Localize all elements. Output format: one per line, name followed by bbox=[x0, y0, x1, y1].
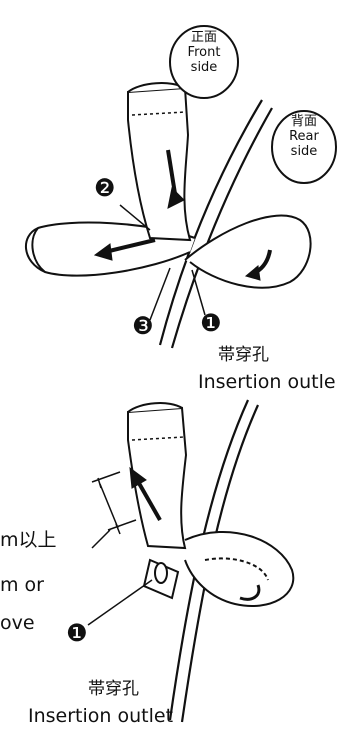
measure-bracket bbox=[92, 472, 136, 548]
front-side-label: 正面 Front side bbox=[172, 31, 236, 76]
top-outlet-en: Insertion outle bbox=[198, 372, 336, 393]
rear-side-label: 背面 Rear side bbox=[272, 115, 336, 160]
rear-side-en-1: Rear bbox=[272, 130, 336, 145]
bottom-step-1-marker: ❶ bbox=[66, 620, 88, 646]
step-3-marker: ❸ bbox=[132, 313, 154, 339]
bottom-outlet-en: Insertion outlet bbox=[28, 706, 173, 727]
top-outlet-zh: 帯穿孔 bbox=[218, 346, 269, 365]
front-side-zh: 正面 bbox=[172, 31, 236, 46]
measure-line-2: m or bbox=[0, 575, 44, 596]
belt-right-loop-bottom bbox=[185, 532, 293, 606]
leader-bottom bbox=[88, 580, 152, 625]
measure-line-3: ove bbox=[0, 613, 35, 634]
belt-roll-bottom bbox=[144, 560, 178, 598]
rear-side-en-2: side bbox=[272, 145, 336, 160]
measure-line-1: m以上 bbox=[0, 530, 57, 551]
bottom-outlet-zh: 帯穿孔 bbox=[88, 680, 139, 699]
front-side-en-1: Front bbox=[172, 46, 236, 61]
step-1-marker: ❶ bbox=[200, 310, 222, 336]
leaders-top bbox=[150, 268, 205, 320]
front-side-en-2: side bbox=[172, 61, 236, 76]
belt-strip-top bbox=[128, 83, 190, 240]
rear-side-zh: 背面 bbox=[272, 115, 336, 130]
step-2-marker: ❷ bbox=[94, 175, 116, 201]
